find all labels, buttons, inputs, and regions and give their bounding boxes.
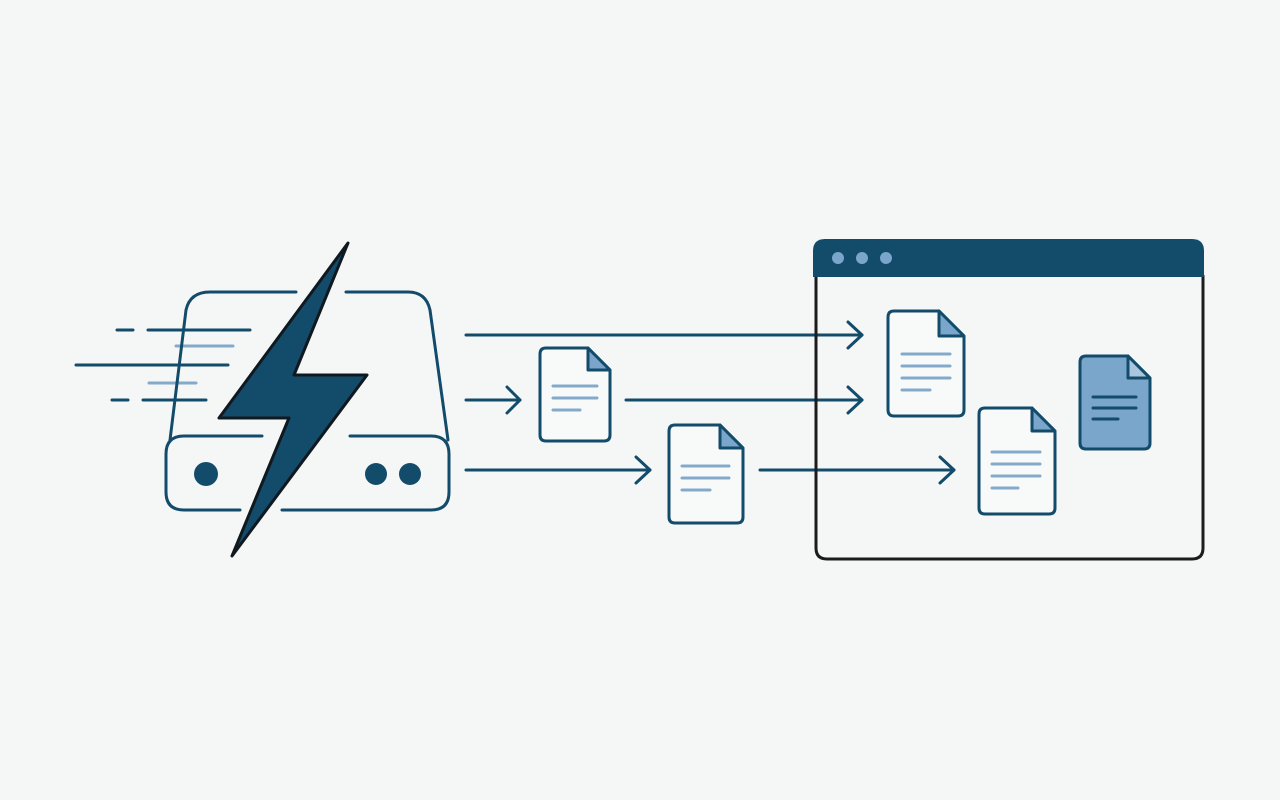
document-fold <box>718 423 745 450</box>
server-light-right-2 <box>399 463 421 485</box>
speed-lines <box>74 328 252 402</box>
document-icon <box>1078 354 1152 451</box>
arrow-right-icon <box>846 385 864 415</box>
browser-title-bar <box>813 239 1204 277</box>
lightning-bolt-icon <box>217 241 369 558</box>
window-dot-icon <box>880 252 892 264</box>
arrow-right-icon <box>505 385 522 415</box>
arrow-right-icon <box>938 455 956 485</box>
arrow-right-icon <box>634 455 652 485</box>
transfer-arrows <box>464 320 956 485</box>
server-base-outline <box>164 434 451 512</box>
server-light-right-1 <box>365 463 387 485</box>
window-dot-icon <box>832 252 844 264</box>
document-fold <box>586 346 612 372</box>
document-icon <box>977 406 1057 516</box>
document-fold <box>1126 354 1152 380</box>
server-light-left <box>194 462 218 486</box>
document-icon <box>667 423 745 525</box>
window-dot-icon <box>856 252 868 264</box>
arrow-right-icon <box>846 320 864 350</box>
document-icon <box>886 309 966 418</box>
document-fold <box>937 309 966 338</box>
browser-window-frame <box>814 275 1205 561</box>
server-drive-icon <box>164 290 451 512</box>
server-top-outline <box>168 290 450 442</box>
document-fold <box>1030 406 1057 433</box>
browser-window-icon <box>813 239 1205 561</box>
document-icon <box>538 346 612 443</box>
